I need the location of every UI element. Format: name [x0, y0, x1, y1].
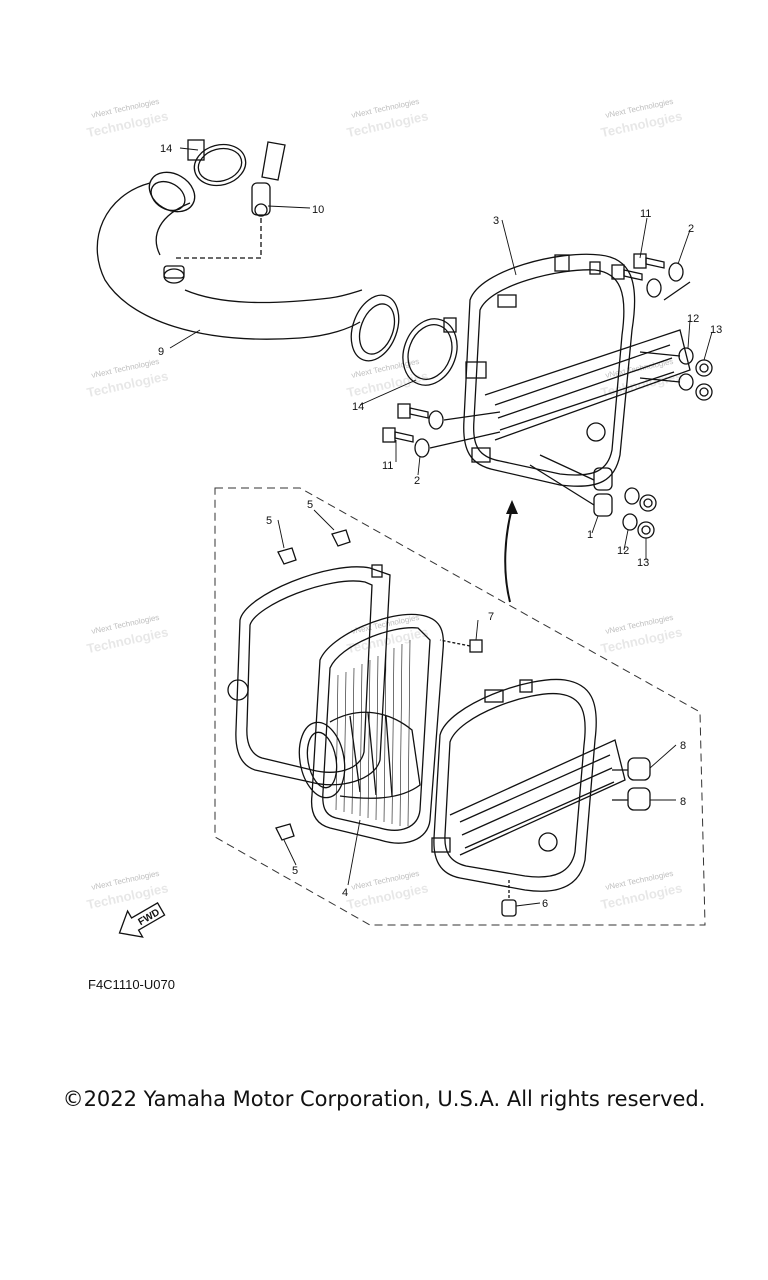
- callout-2: 2: [688, 223, 694, 235]
- callout-14: 14: [160, 143, 172, 155]
- watermark: vNext Technologies Technologies: [599, 613, 683, 656]
- callout-12: 12: [617, 545, 629, 557]
- callout-9: 9: [158, 346, 164, 358]
- watermark: vNext Technologies Technologies: [599, 97, 683, 140]
- callout-11: 11: [640, 208, 651, 220]
- watermark: vNext Technologies Technologies: [85, 97, 169, 140]
- intake-funnel: [298, 711, 421, 799]
- leader-lines: [169, 147, 713, 907]
- fwd-label: FWD: [137, 907, 162, 928]
- subassembly-boundary: [214, 487, 706, 926]
- assembly-arrow-head: [506, 500, 518, 514]
- grommet-set-lower: [612, 757, 651, 811]
- watermark: vNext Technologies Technologies: [85, 613, 169, 656]
- airbox-cover: [463, 253, 691, 487]
- watermark: vNext Technologies Technologies: [345, 869, 429, 912]
- callout-14: 14: [352, 401, 364, 413]
- callout-labels: 1 2 2 3 4 5 5 5 6 7 8 8 9 10 11 11 12 12…: [158, 143, 722, 910]
- filter-element: [310, 613, 445, 844]
- callout-12: 12: [687, 313, 699, 325]
- clip-set: [275, 529, 351, 841]
- intake-duct: [96, 171, 400, 362]
- callout-1: 1: [587, 529, 593, 541]
- callout-10: 10: [312, 204, 324, 216]
- callout-13: 13: [710, 324, 722, 336]
- watermark: vNext Technologies Technologies: [599, 869, 683, 912]
- callout-2: 2: [414, 475, 420, 487]
- callout-8: 8: [680, 740, 686, 752]
- callout-5: 5: [266, 515, 272, 527]
- diagram-code: F4C1110-U070: [88, 977, 175, 992]
- watermark: vNext Technologies Technologies: [345, 97, 429, 140]
- callout-4: 4: [342, 887, 348, 899]
- airbox-base: [227, 564, 391, 786]
- copyright-notice: ©2022 Yamaha Motor Corporation, U.S.A. A…: [62, 1087, 706, 1111]
- callout-11: 11: [382, 460, 393, 472]
- airbox-cover-lower: [431, 678, 626, 892]
- watermark: vNext Technologies Technologies: [85, 357, 169, 400]
- bolt-set-upper: [611, 253, 684, 298]
- breather-fitting: [176, 141, 286, 259]
- bolt-set-lower: [382, 403, 501, 458]
- screw: [439, 639, 483, 653]
- hose-clamp-lower: [402, 317, 458, 386]
- callout-8: 8: [680, 796, 686, 808]
- callout-3: 3: [493, 215, 499, 227]
- grommet-set: [529, 454, 657, 539]
- callout-6: 6: [542, 898, 548, 910]
- callout-13: 13: [637, 557, 649, 569]
- callout-5: 5: [307, 499, 313, 511]
- hose-clamp-upper: [187, 139, 247, 187]
- callout-7: 7: [488, 611, 494, 623]
- assembly-arrow: [504, 507, 513, 603]
- drain-plug: [501, 880, 517, 917]
- callout-5: 5: [292, 865, 298, 877]
